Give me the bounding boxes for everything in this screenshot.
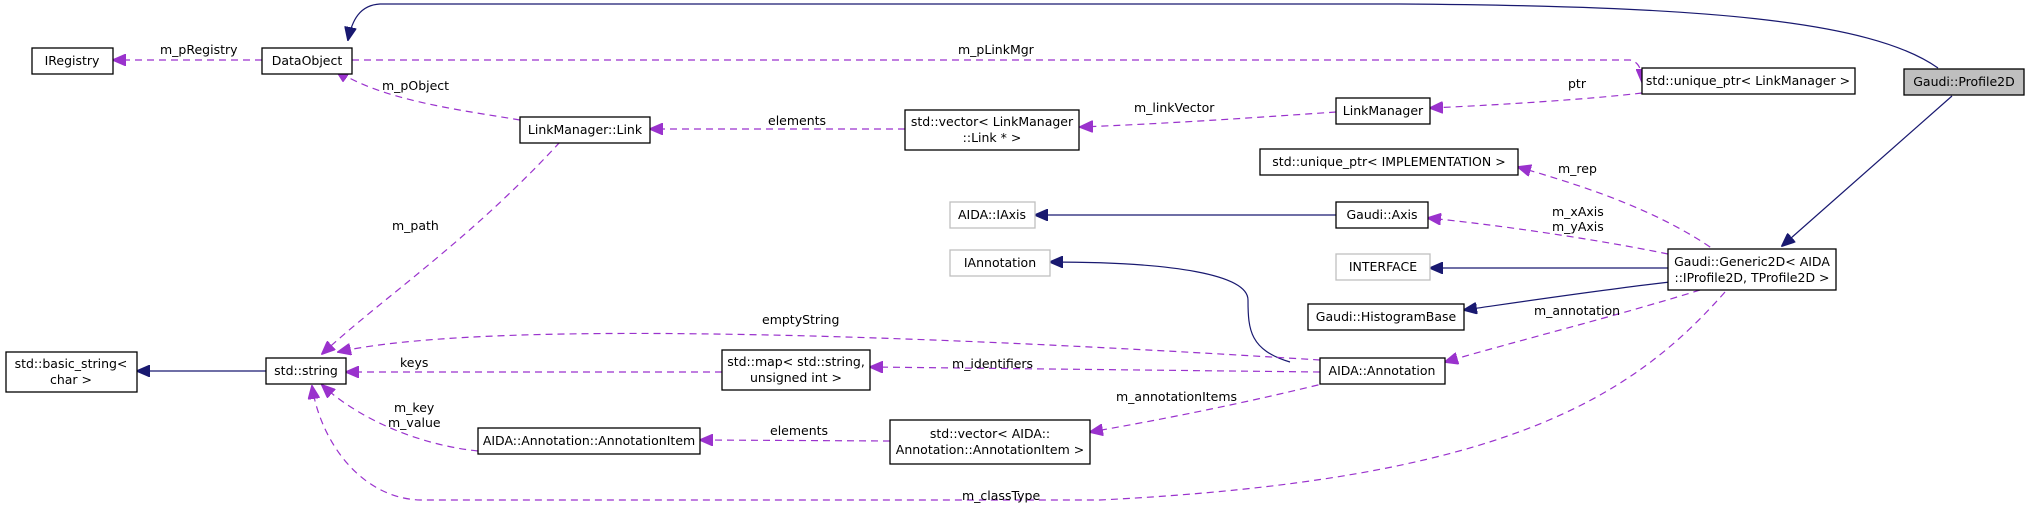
node-interface-label: INTERFACE xyxy=(1349,259,1417,274)
label-m_pRegistry: m_pRegistry xyxy=(160,42,238,57)
node-std-vector-link-label-2: ::Link * > xyxy=(963,130,1022,145)
node-iannotation-label: IAnnotation xyxy=(964,255,1036,270)
label-m_rep: m_rep xyxy=(1558,161,1597,176)
label-m_yAxis: m_yAxis xyxy=(1552,219,1604,234)
node-unique-ptr-linkmanager[interactable]: std::unique_ptr< LinkManager > xyxy=(1641,67,1856,95)
node-std-basic-string[interactable]: std::basic_string< char > xyxy=(5,351,138,393)
node-std-string[interactable]: std::string xyxy=(265,357,347,385)
label-m_pLinkMgr: m_pLinkMgr xyxy=(958,42,1035,57)
edge-profile2d-to-generic2d xyxy=(1782,95,1953,246)
node-iregistry[interactable]: IRegistry xyxy=(31,47,114,75)
node-std-vector-link[interactable]: std::vector< LinkManager ::Link * > xyxy=(904,109,1080,151)
node-std-map-label-2: unsigned int > xyxy=(750,370,842,385)
node-gaudi-generic2d-label-1: Gaudi::Generic2D< AIDA xyxy=(1674,254,1830,269)
label-emptyString: emptyString xyxy=(762,312,839,327)
label-m_classType: m_classType xyxy=(962,488,1040,503)
edge-m_path xyxy=(322,141,561,354)
node-unique-ptr-implementation[interactable]: std::unique_ptr< IMPLEMENTATION > xyxy=(1259,148,1519,176)
node-std-vector-link-label-1: std::vector< LinkManager xyxy=(911,114,1074,129)
edge-profile2d-to-dataobject xyxy=(348,3,1939,69)
node-std-basic-string-label-1: std::basic_string< xyxy=(15,356,128,371)
label-ptr: ptr xyxy=(1568,76,1587,91)
node-unique-ptr-implementation-label: std::unique_ptr< IMPLEMENTATION > xyxy=(1272,154,1505,169)
node-aida-annotation-label: AIDA::Annotation xyxy=(1329,363,1436,378)
node-gaudi-histogrambase[interactable]: Gaudi::HistogramBase xyxy=(1307,303,1465,331)
label-keys: keys xyxy=(400,355,428,370)
node-gaudi-generic2d-label-2: ::IProfile2D, TProfile2D > xyxy=(1674,270,1829,285)
node-gaudi-profile2d[interactable]: Gaudi::Profile2D xyxy=(1903,68,2025,96)
edge-ptr xyxy=(1430,92,1643,108)
node-linkmanager[interactable]: LinkManager xyxy=(1335,97,1431,125)
label-elements-link: elements xyxy=(768,113,826,128)
node-std-vector-annotation-item[interactable]: std::vector< AIDA:: Annotation::Annotati… xyxy=(889,419,1091,465)
edge-m_axis xyxy=(1428,218,1669,255)
edge-m_annotationItems xyxy=(1090,381,1331,432)
node-std-map[interactable]: std::map< std::string, unsigned int > xyxy=(721,349,871,391)
label-m_xAxis: m_xAxis xyxy=(1552,204,1604,219)
node-interface[interactable]: INTERFACE xyxy=(1335,253,1431,281)
label-m_key: m_key xyxy=(394,400,435,415)
node-std-basic-string-label-2: char > xyxy=(50,372,92,387)
label-m_value: m_value xyxy=(388,415,441,430)
node-aida-iaxis[interactable]: AIDA::IAxis xyxy=(949,201,1036,229)
edge-m_rep xyxy=(1518,167,1721,255)
node-linkmanager-label: LinkManager xyxy=(1343,103,1424,118)
node-std-vector-annotation-item-label-2: Annotation::AnnotationItem > xyxy=(896,442,1084,457)
node-annotation-item-label: AIDA::Annotation::AnnotationItem xyxy=(483,433,695,448)
node-gaudi-histogrambase-label: Gaudi::HistogramBase xyxy=(1316,309,1457,324)
edge-elements-item xyxy=(700,440,891,441)
label-m_annotationItems: m_annotationItems xyxy=(1116,389,1237,404)
node-std-string-label: std::string xyxy=(274,363,338,378)
node-iregistry-label: IRegistry xyxy=(45,53,100,68)
node-gaudi-axis-label: Gaudi::Axis xyxy=(1346,207,1417,222)
node-std-vector-annotation-item-label-1: std::vector< AIDA:: xyxy=(930,426,1050,441)
edge-m_identifiers xyxy=(870,367,1321,372)
node-gaudi-axis[interactable]: Gaudi::Axis xyxy=(1335,201,1429,229)
label-m_annotation: m_annotation xyxy=(1534,303,1620,318)
node-aida-annotation[interactable]: AIDA::Annotation xyxy=(1319,357,1446,385)
edge-iannotation-inherit xyxy=(1050,262,1291,363)
node-gaudi-generic2d[interactable]: Gaudi::Generic2D< AIDA ::IProfile2D, TPr… xyxy=(1667,248,1837,291)
node-dataobject[interactable]: DataObject xyxy=(261,47,353,75)
edge-m_pLinkMgr xyxy=(352,59,1642,82)
label-m_linkVector: m_linkVector xyxy=(1134,100,1215,115)
node-std-map-label-1: std::map< std::string, xyxy=(727,354,865,369)
edge-m_pObject xyxy=(336,70,521,121)
edge-histbase-inherit xyxy=(1464,281,1671,310)
edge-emptyString xyxy=(338,332,1321,361)
node-annotation-item[interactable]: AIDA::Annotation::AnnotationItem xyxy=(477,427,701,455)
label-m_path: m_path xyxy=(392,218,439,233)
node-linkmanager-link[interactable]: LinkManager::Link xyxy=(519,116,651,144)
node-dataobject-label: DataObject xyxy=(272,53,343,68)
edge-m_annotation xyxy=(1445,289,1701,362)
edge-m_classType xyxy=(312,291,1726,501)
node-iannotation[interactable]: IAnnotation xyxy=(949,249,1051,277)
edge-m_key-value xyxy=(322,385,479,452)
label-m_identifiers: m_identifiers xyxy=(952,356,1033,371)
node-unique-ptr-linkmanager-label: std::unique_ptr< LinkManager > xyxy=(1646,73,1850,88)
node-aida-iaxis-label: AIDA::IAxis xyxy=(958,207,1026,222)
node-gaudi-profile2d-label: Gaudi::Profile2D xyxy=(1913,74,2015,89)
node-linkmanager-link-label: LinkManager::Link xyxy=(528,122,643,137)
label-elements-item: elements xyxy=(770,423,828,438)
label-m_pObject: m_pObject xyxy=(382,78,449,93)
